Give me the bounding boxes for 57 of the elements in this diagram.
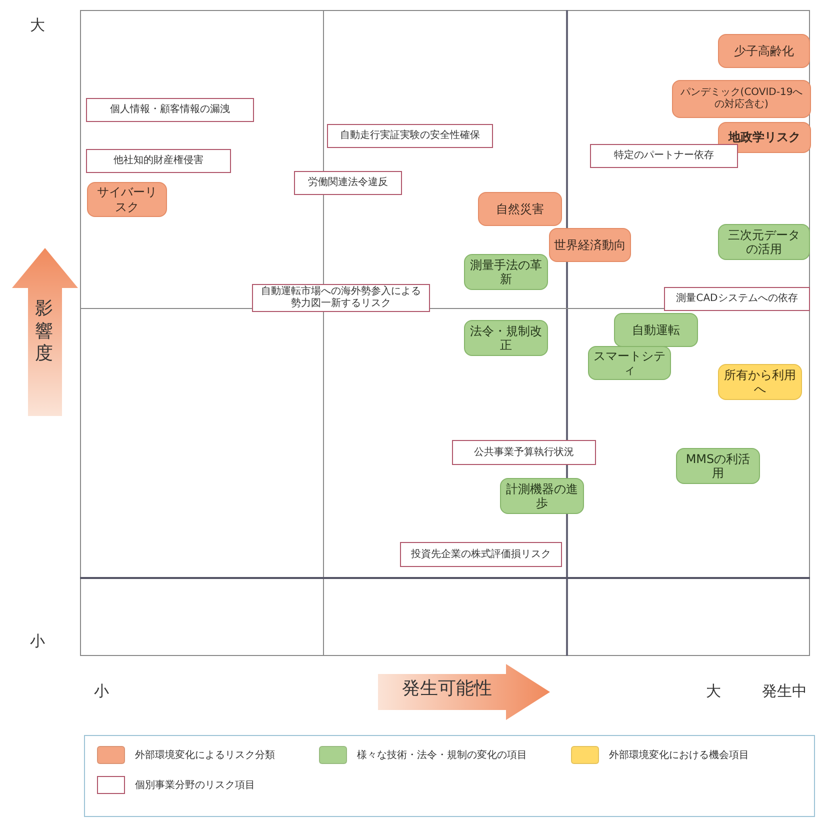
risk-card [718, 122, 811, 153]
axis-label: 大 [30, 15, 45, 36]
axis-title: 影響度 [35, 298, 54, 366]
risk-card [549, 228, 631, 262]
item-label: 三次元データの活用 [727, 228, 801, 256]
risk-item-box [86, 98, 254, 122]
item-label: 公共事業予算執行状況 [474, 446, 574, 458]
trend-card [614, 313, 698, 347]
item-label: 測量CADシステムへの依存 [676, 293, 798, 305]
item-label: スマートシティ [593, 348, 666, 378]
item-label: 法令・規制改正 [469, 324, 543, 352]
item-label: 自動運転 [632, 322, 680, 338]
item-label: 自動走行実証実験の安全性確保 [340, 130, 480, 142]
axis-label: 大 [706, 681, 721, 702]
risk-item-box [664, 287, 810, 311]
item-label: 測量手法の革新 [469, 258, 543, 286]
risk-item-box [590, 144, 738, 168]
item-label: 地政学リスク [728, 130, 800, 145]
axis-label: 発生中 [762, 681, 807, 702]
risk-item-box [452, 440, 596, 465]
legend-label: 外部環境変化における機会項目 [609, 748, 749, 762]
risk-item-box [400, 542, 562, 567]
item-label: 少子高齢化 [734, 44, 794, 58]
item-label: パンデミック(COVID-19への対応含む) [679, 87, 804, 111]
item-label: 特定のパートナー依存 [614, 150, 714, 162]
trend-card [588, 346, 671, 380]
trend-card [464, 254, 548, 290]
trend-card [676, 448, 760, 484]
risk-item-box [252, 284, 430, 312]
risk-item-box [294, 171, 402, 195]
item-label: 所有から利用へ [723, 368, 797, 396]
trend-card [718, 224, 810, 260]
legend-label: 様々な技術・法令・規制の変化の項目 [357, 748, 527, 762]
item-label: 計測機器の進歩 [505, 482, 579, 510]
item-label: 個人情報・顧客情報の漏洩 [110, 104, 230, 116]
opportunity-card [718, 364, 802, 400]
legend-label: 外部環境変化によるリスク分類 [135, 748, 275, 762]
axis-label: 小 [94, 681, 109, 702]
risk-card [672, 80, 811, 118]
trend-card [500, 478, 584, 514]
risk-card [718, 34, 810, 68]
trend-card [464, 320, 548, 356]
item-label: MMSの利活用 [684, 452, 752, 480]
item-label: 世界経済動向 [554, 238, 626, 252]
item-label: 投資先企業の株式評価損リスク [411, 548, 551, 560]
axis-title: 発生可能性 [402, 680, 492, 698]
item-label: 自動運転市場への海外勢参入による勢力図一新するリスク [260, 286, 422, 310]
item-label: 自然災害 [496, 202, 544, 216]
item-label: 他社知的財産権侵害 [114, 155, 204, 167]
item-label: サイバーリスク [96, 185, 158, 214]
axis-label: 小 [30, 631, 45, 652]
risk-card [478, 192, 562, 226]
item-label: 労働関連法令違反 [308, 177, 388, 189]
risk-item-box [327, 124, 493, 148]
risk-card [87, 182, 167, 217]
risk-item-box [86, 149, 231, 173]
legend-label: 個別事業分野のリスク項目 [135, 778, 255, 792]
